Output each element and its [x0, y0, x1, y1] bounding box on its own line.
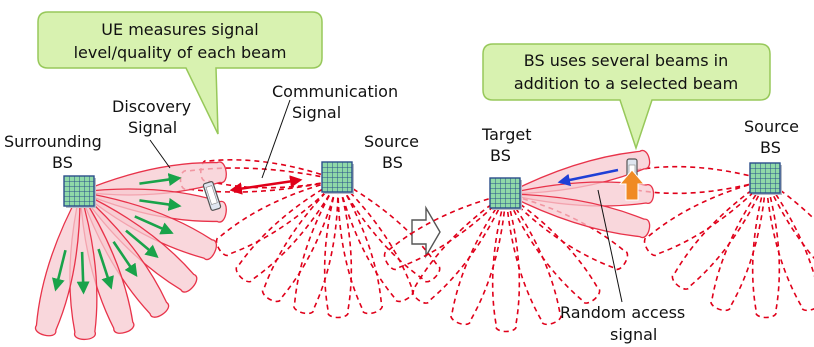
target-bs-label-line2: BS — [490, 146, 511, 165]
orange-up-arrow-icon — [618, 169, 646, 201]
green-arrow — [134, 215, 174, 235]
dashed-beam — [710, 177, 768, 312]
dashed-beam — [337, 177, 384, 315]
dashed-beam — [764, 177, 814, 260]
dashed-beam — [764, 177, 814, 312]
green-arrow — [76, 251, 90, 295]
green-arrow — [139, 173, 182, 186]
measure-callout-line2: level/quality of each beam — [74, 43, 287, 62]
dashed-beam — [336, 177, 415, 303]
random-access-leader — [597, 189, 623, 303]
dashed-beam — [411, 191, 508, 304]
measure-callout — [37, 11, 323, 135]
measure-callout-line1: UE measures signal — [101, 20, 258, 39]
beams-callout-line2: addition to a selected beam — [514, 74, 738, 93]
dashed-beam — [383, 192, 509, 271]
source-bs-label-line2: BS — [760, 138, 781, 157]
source-bs-dashed-beams — [179, 159, 441, 319]
dashed-beam — [292, 177, 339, 315]
surrounding-bs-label-line1: Surrounding — [4, 132, 102, 151]
target-bs-label-line1: Target — [481, 125, 532, 144]
beams-callout — [482, 43, 771, 151]
green-arrow — [125, 229, 159, 258]
discovery-signal-arrows — [52, 173, 182, 295]
dashed-beam — [671, 177, 768, 290]
dashed-beam — [491, 191, 521, 333]
base-station-icon — [489, 177, 522, 210]
dashed-beam — [643, 178, 769, 257]
right-outline-arrow-icon — [411, 205, 441, 259]
user-equipment-icon — [202, 181, 222, 211]
communication-signal-label-line2: Signal — [292, 103, 341, 122]
dashed-beam — [335, 177, 441, 283]
source-bs-label-line2: BS — [382, 153, 403, 172]
green-arrow — [112, 241, 138, 278]
green-arrow — [97, 248, 114, 290]
random-access-label-line2: signal — [610, 325, 657, 344]
random-access-label-line1: Random access — [560, 303, 685, 322]
dashed-beam — [323, 177, 353, 319]
source-bs-dashed-beams — [627, 165, 814, 319]
dashed-beam — [450, 191, 508, 326]
dashed-beam — [215, 178, 341, 257]
surrounding-bs-label-line2: BS — [52, 153, 73, 172]
communication-signal-leader — [261, 99, 291, 179]
base-station-icon — [749, 162, 782, 195]
dashed-beam — [261, 177, 340, 303]
selected-beam-arrow — [557, 168, 619, 187]
dashed-beam — [235, 177, 341, 283]
beam-lobe — [34, 189, 81, 337]
dashed-beam — [503, 192, 629, 271]
communication-signal-label-line1: Communication — [272, 82, 398, 101]
discovery-signal-leader — [149, 139, 171, 169]
dashed-beam — [504, 191, 601, 304]
target-bs-dashed-beams — [383, 191, 629, 333]
base-station-icon — [63, 175, 96, 208]
discovery-signal-label-line1: Discovery — [112, 97, 191, 116]
source-bs-label-line1: Source — [744, 117, 799, 136]
target-bs-beam-lobes — [505, 149, 655, 239]
base-station-icon — [321, 161, 354, 194]
left-panel: UE measures signal level/quality of each… — [4, 11, 441, 341]
beams-callout-line1: BS uses several beams in — [524, 51, 728, 70]
right-panel: BS uses several beams in addition to a s… — [383, 43, 814, 344]
source-bs-label-line1: Source — [364, 132, 419, 151]
dashed-beam — [751, 177, 781, 319]
green-arrow — [52, 249, 67, 292]
communication-signal-arrow — [229, 175, 303, 195]
dashed-beam — [504, 191, 562, 326]
beam-lobe — [505, 193, 651, 239]
discovery-signal-label-line2: Signal — [128, 118, 177, 137]
green-arrow — [139, 198, 182, 211]
